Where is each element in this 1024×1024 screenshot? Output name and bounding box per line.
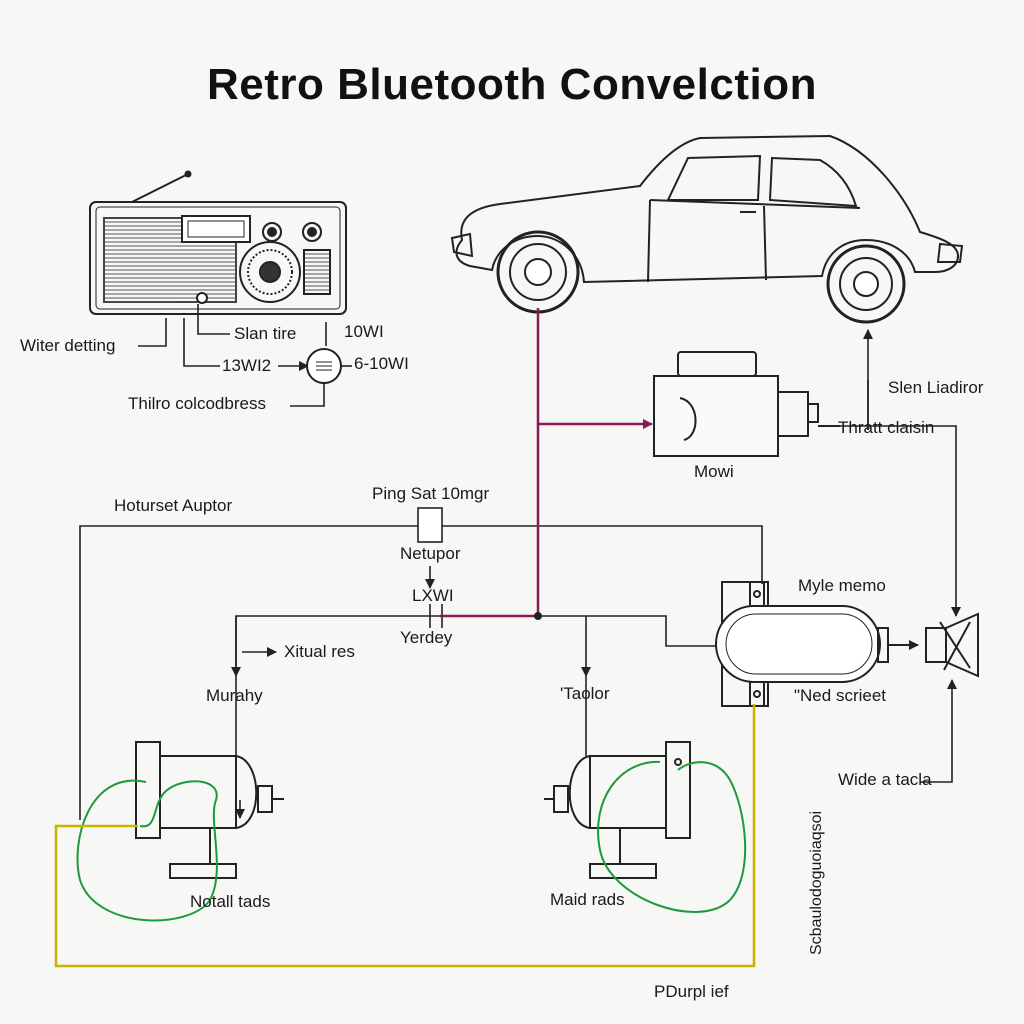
label-netupor: Netupor <box>400 544 461 563</box>
green-wires <box>76 760 747 922</box>
label-vertical-text: Scbaulodoguoiaqsoi <box>808 810 825 955</box>
label-maid-rads: Maid rads <box>550 890 625 909</box>
label-thratt-claisin: Thratt claisin <box>838 418 935 437</box>
junction-dot <box>534 612 542 620</box>
label-thilro: Thilro colcodbress <box>128 394 266 413</box>
main-wiring <box>79 329 961 820</box>
label-witer-detting: Witer detting <box>20 336 116 355</box>
label-slan-tire: Slan tire <box>234 324 297 343</box>
label-mowi: Mowi <box>694 462 734 481</box>
radio-icon <box>89 170 347 315</box>
signal-line <box>440 308 653 618</box>
label-hoturset-auptor: Hoturset Auptor <box>114 496 233 515</box>
adapter-box-icon <box>653 351 840 457</box>
label-notall-tads: Notall tads <box>190 892 271 911</box>
label-lxwi: LXWI <box>412 586 454 605</box>
label-myle-memo: Myle memo <box>798 576 886 595</box>
label-ned-scrieet: "Ned scrieet <box>794 686 887 705</box>
label-13wi2: 13WI2 <box>222 356 272 375</box>
motor-left-icon <box>135 741 284 879</box>
label-murahy: Murahy <box>206 686 263 705</box>
label-wide-a-tacla: Wide a tacla <box>838 770 932 789</box>
car-icon <box>450 134 964 324</box>
capsule-module-icon <box>715 581 919 707</box>
label-slen-liadiror: Slen Liadiror <box>888 378 984 397</box>
radio-wiring <box>138 304 352 407</box>
yellow-wire <box>54 704 756 968</box>
label-ping-sat: Ping Sat 10mgr <box>372 484 490 503</box>
label-xitual-res: Xitual res <box>284 642 355 661</box>
diagram-title: Retro Bluetooth Convelction <box>207 60 817 109</box>
connector-knob-icon <box>306 348 342 384</box>
speaker-icon <box>925 612 979 678</box>
motor-right-icon <box>544 741 691 879</box>
label-10wi: 10WI <box>344 322 384 341</box>
label-pdurpl-ief: PDurpl ief <box>654 982 729 1001</box>
label-6-10wi: 6-10WI <box>354 354 409 373</box>
label-taolor: 'Taolor <box>560 684 610 703</box>
label-yerdey: Yerdey <box>400 628 453 647</box>
